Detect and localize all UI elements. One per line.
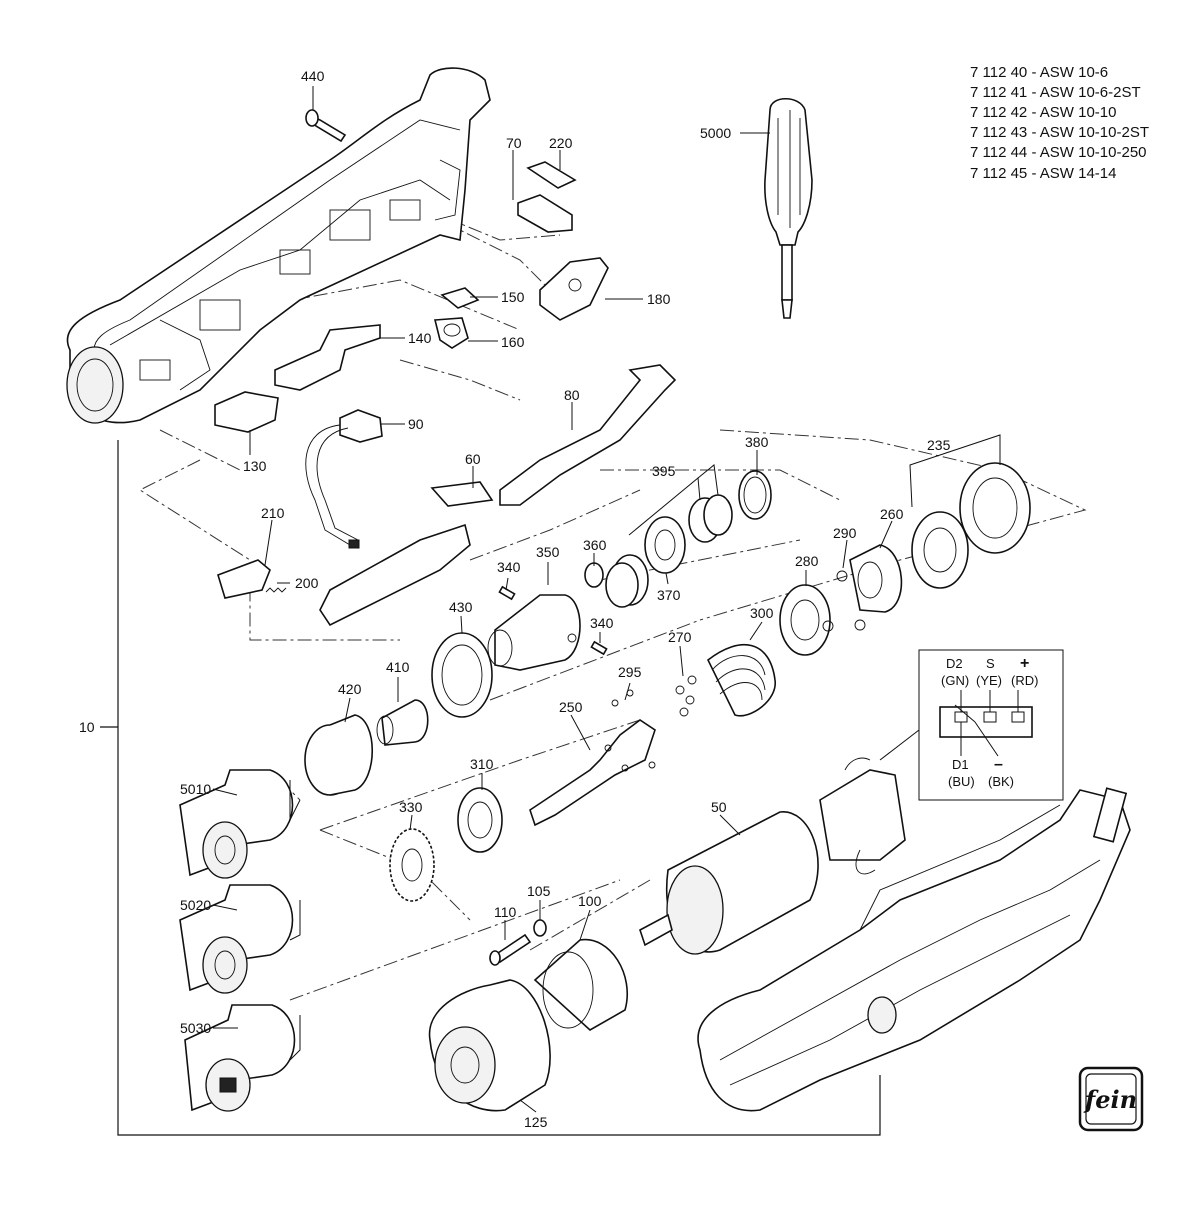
wire-s-color: (YE)	[976, 673, 1002, 688]
wiring-diagram: D2 (GN) S (YE) + (RD) D1 (BU) – (BK)	[879, 649, 1064, 801]
part-label-300: 300	[750, 605, 774, 621]
part-label-370: 370	[657, 587, 681, 603]
wire-d2-label: D2	[946, 656, 963, 671]
part-label-280: 280	[795, 553, 819, 569]
housing-half-shell	[66, 67, 491, 424]
part-label-340a: 340	[497, 559, 521, 575]
model-line-4: 7 112 43 - ASW 10-10-2ST	[970, 124, 1149, 141]
model-line-6: 7 112 45 - ASW 14-14	[970, 165, 1116, 182]
wire-plus-label: +	[1020, 655, 1029, 672]
part-label-310: 310	[470, 756, 494, 772]
wire-d1-label: D1	[952, 757, 969, 772]
part-label-295: 295	[618, 664, 642, 680]
angle-head-5020	[179, 884, 294, 994]
motor-and-housing	[428, 757, 1131, 1112]
part-label-350: 350	[536, 544, 560, 560]
part-label-340b: 340	[590, 615, 614, 631]
part-label-410: 410	[386, 659, 410, 675]
part-label-10: 10	[79, 719, 95, 735]
wire-plus-color: (RD)	[1011, 673, 1038, 688]
part-label-70: 70	[506, 135, 522, 151]
part-label-395: 395	[652, 463, 676, 479]
fein-logo: fein	[1078, 1066, 1144, 1132]
gear-train-parts	[304, 462, 1031, 902]
part-label-270: 270	[668, 629, 692, 645]
part-label-100: 100	[578, 893, 602, 909]
wire-d2-color: (GN)	[941, 673, 969, 688]
part-label-235: 235	[927, 437, 951, 453]
part-labels: 440 70 220 5000 150 180 140 160 90 130 8…	[79, 68, 951, 1130]
model-line-1: 7 112 40 - ASW 10-6	[970, 64, 1108, 81]
wire-d1-color: (BU)	[948, 774, 975, 789]
part-label-290: 290	[833, 525, 857, 541]
screwdriver-tool	[764, 97, 813, 319]
part-label-180: 180	[647, 291, 671, 307]
model-line-3: 7 112 42 - ASW 10-10	[970, 104, 1116, 121]
part-label-90: 90	[408, 416, 424, 432]
wire-minus-color: (BK)	[988, 774, 1014, 789]
model-line-2: 7 112 41 - ASW 10-6-2ST	[970, 84, 1141, 101]
assembly-bracket-10	[100, 440, 881, 1136]
part-label-5030: 5030	[180, 1020, 211, 1036]
part-label-140: 140	[408, 330, 432, 346]
part-label-420: 420	[338, 681, 362, 697]
part-label-50: 50	[711, 799, 727, 815]
part-label-60: 60	[465, 451, 481, 467]
leader-lines	[212, 86, 1001, 1113]
part-label-210: 210	[261, 505, 285, 521]
part-label-160: 160	[501, 334, 525, 350]
part-label-130: 130	[243, 458, 267, 474]
part-label-5010: 5010	[180, 781, 211, 797]
part-label-250: 250	[559, 699, 583, 715]
model-line-5: 7 112 44 - ASW 10-10-250	[970, 144, 1147, 161]
wiring-box	[918, 649, 1064, 801]
model-list: 7 112 40 - ASW 10-6 7 112 41 - ASW 10-6-…	[970, 64, 1149, 182]
part-label-440: 440	[301, 68, 325, 84]
part-label-105: 105	[527, 883, 551, 899]
small-parts-top	[214, 109, 677, 627]
angle-head-5010	[179, 769, 294, 879]
part-label-330: 330	[399, 799, 423, 815]
part-label-80: 80	[564, 387, 580, 403]
wire-s-label: S	[986, 656, 995, 671]
part-label-125: 125	[524, 1114, 548, 1130]
part-label-260: 260	[880, 506, 904, 522]
part-label-360: 360	[583, 537, 607, 553]
angle-head-5030	[184, 1004, 296, 1112]
part-label-380: 380	[745, 434, 769, 450]
part-label-430: 430	[449, 599, 473, 615]
part-label-110: 110	[494, 904, 517, 920]
angle-heads	[179, 769, 296, 1112]
part-label-5000: 5000	[700, 125, 731, 141]
wire-minus-label: –	[994, 756, 1003, 773]
part-label-5020: 5020	[180, 897, 211, 913]
logo-wordmark: fein	[1083, 1085, 1137, 1114]
part-label-220: 220	[549, 135, 573, 151]
part-label-200: 200	[295, 575, 319, 591]
part-label-150: 150	[501, 289, 525, 305]
